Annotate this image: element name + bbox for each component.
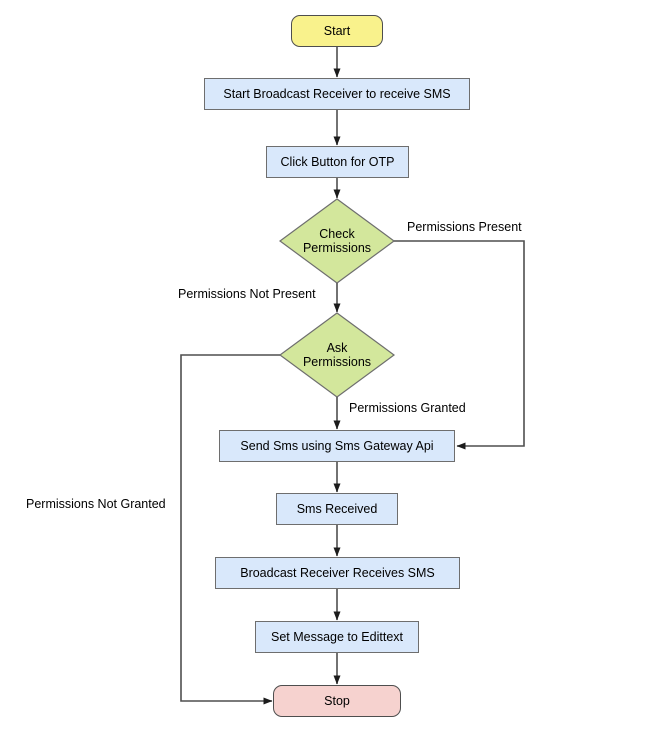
send-sms-node: Send Sms using Sms Gateway Api [219, 430, 455, 462]
permissions-not-granted-label: Permissions Not Granted [26, 497, 166, 511]
check-permissions-label: Check Permissions [302, 227, 372, 255]
edge-ask-to-stop-permissions-not-granted [180, 354, 280, 705]
permissions-granted-label: Permissions Granted [349, 401, 466, 415]
start-node: Start [291, 15, 383, 47]
sms-received-node: Sms Received [276, 493, 398, 525]
permissions-not-present-label: Permissions Not Present [178, 287, 316, 301]
broadcast-receiver-receives-node: Broadcast Receiver Receives SMS [215, 557, 460, 589]
permissions-present-label: Permissions Present [407, 220, 522, 234]
set-message-to-edittext-node: Set Message to Edittext [255, 621, 419, 653]
click-button-for-otp-node: Click Button for OTP [266, 146, 409, 178]
stop-node: Stop [273, 685, 401, 717]
edge-check-to-send-permissions-present [394, 240, 525, 450]
start-broadcast-receiver-node: Start Broadcast Receiver to receive SMS [204, 78, 470, 110]
ask-permissions-label: Ask Permissions [302, 341, 372, 369]
